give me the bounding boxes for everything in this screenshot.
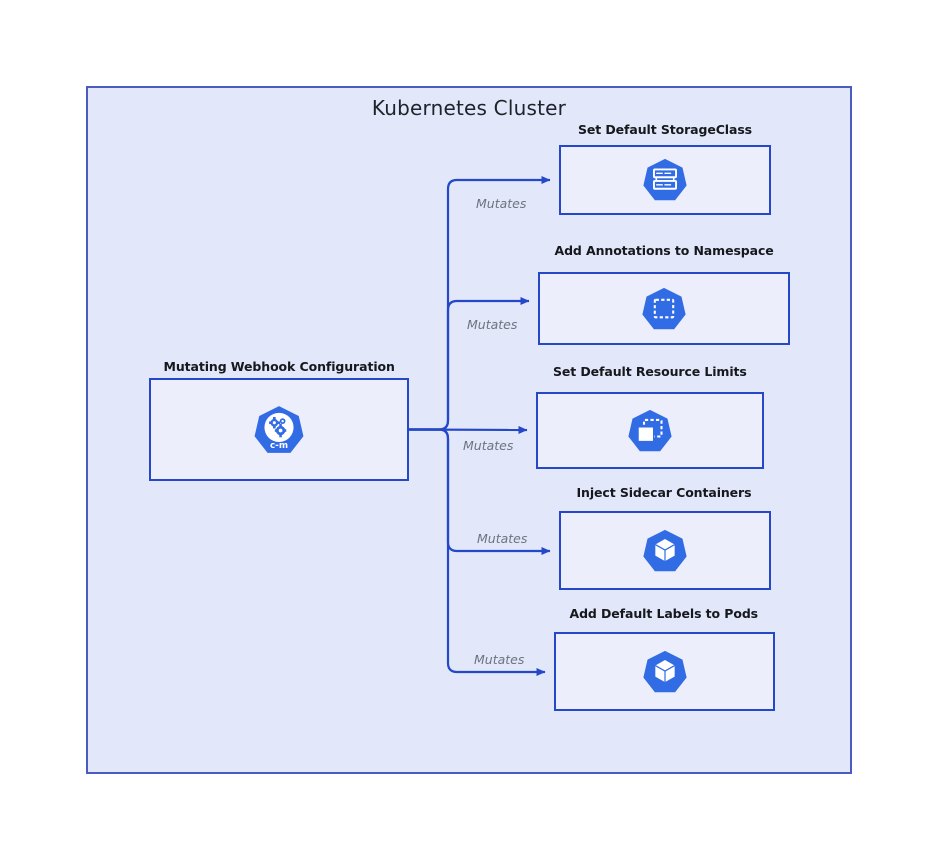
svg-text:c-m: c-m: [270, 441, 288, 451]
source-node-box[interactable]: c-m: [149, 378, 409, 481]
edge-label-mutates-2: Mutates: [467, 317, 518, 332]
k8s-pod-icon: [642, 649, 688, 695]
edge-label-mutates-4: Mutates: [477, 531, 528, 546]
edge-label-mutates-5: Mutates: [474, 652, 525, 667]
cluster-title: Kubernetes Cluster: [371, 96, 567, 120]
k8s-namespace-icon: [641, 286, 687, 332]
target-node-2-box[interactable]: [538, 272, 790, 345]
target-node-3-label: Set Default Resource Limits: [553, 364, 747, 379]
target-node-1-label: Set Default StorageClass: [578, 122, 753, 137]
target-node-3-box[interactable]: [536, 392, 764, 469]
k8s-controller-manager-icon: c-m: [253, 404, 305, 456]
edge-label-mutates-3: Mutates: [463, 438, 514, 453]
target-node-2-label: Add Annotations to Namespace: [554, 243, 774, 258]
target-node-5-label: Add Default Labels to Pods: [569, 606, 759, 621]
edge-label-mutates-1: Mutates: [476, 196, 527, 211]
target-node-5-box[interactable]: [554, 632, 775, 711]
source-node-label: Mutating Webhook Configuration: [163, 359, 395, 374]
target-node-4-box[interactable]: [559, 511, 771, 590]
k8s-limits-icon: [627, 408, 673, 454]
target-node-4-label: Inject Sidecar Containers: [576, 485, 752, 500]
target-node-1-box[interactable]: [559, 145, 771, 215]
k8s-storageclass-icon: [642, 157, 688, 203]
k8s-pod-icon: [642, 528, 688, 574]
